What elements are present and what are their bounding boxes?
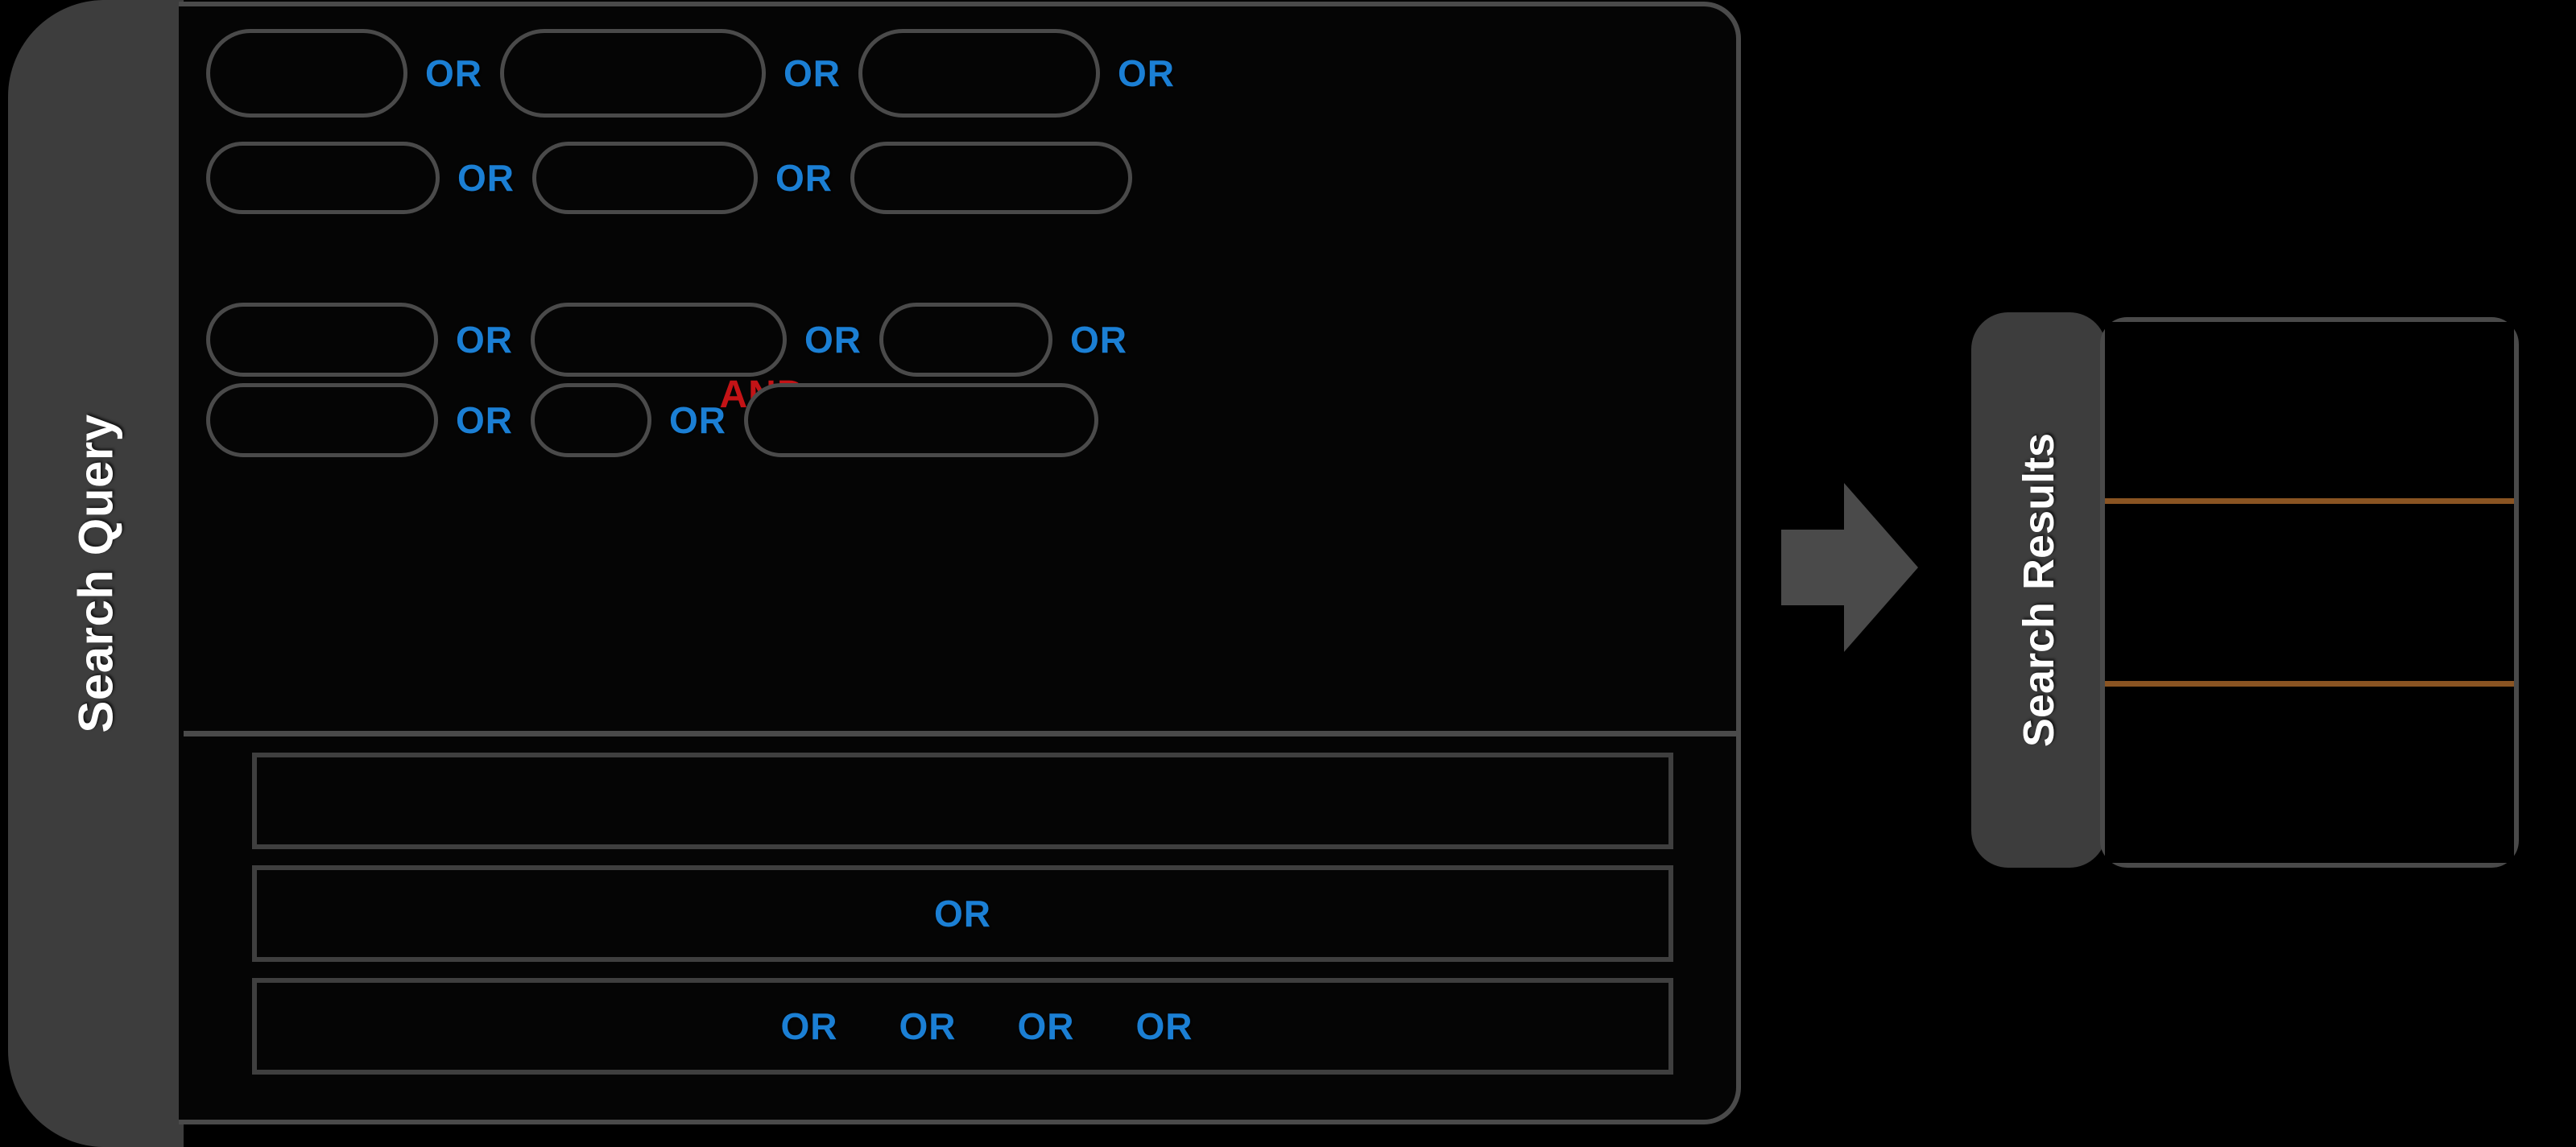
query-filter-box[interactable]: [252, 753, 1673, 849]
or-operator: OR: [775, 157, 833, 199]
query-filter-box[interactable]: OR OR OR OR: [252, 978, 1673, 1075]
search-result-row[interactable]: [2105, 686, 2514, 863]
or-operator: OR: [456, 319, 513, 361]
query-term-pill[interactable]: [744, 383, 1098, 457]
query-term-pill[interactable]: [206, 303, 438, 377]
search-result-row[interactable]: [2105, 504, 2514, 681]
query-term-row: OR OR OR: [206, 303, 1145, 377]
search-query-sidebar: Search Query: [8, 0, 184, 1147]
or-operator: OR: [899, 1005, 957, 1047]
search-results-box: [2100, 317, 2519, 868]
query-term-pill[interactable]: [850, 142, 1132, 214]
query-term-row: OR OR OR: [206, 29, 1193, 118]
or-operator: OR: [425, 52, 482, 94]
or-operator: OR: [1070, 319, 1127, 361]
or-operator: OR: [784, 52, 841, 94]
query-filter-box[interactable]: OR: [252, 865, 1673, 962]
query-section-divider: [184, 731, 1736, 736]
or-operator: OR: [804, 319, 862, 361]
query-term-pill[interactable]: [206, 29, 407, 118]
query-term-pill[interactable]: [206, 142, 440, 214]
query-term-row: OR OR: [206, 142, 1132, 214]
search-query-sidebar-label: Search Query: [68, 414, 123, 733]
or-operator: OR: [1135, 1005, 1193, 1047]
query-term-groups: OR OR OR OR OR AND OR OR OR OR OR: [184, 6, 1736, 731]
query-term-pill[interactable]: [531, 383, 651, 457]
arrow-right-icon: [1781, 483, 1918, 652]
or-operator: OR: [457, 157, 515, 199]
query-term-pill[interactable]: [206, 383, 438, 457]
or-operator: OR: [456, 399, 513, 441]
or-operator-group: OR OR OR OR: [750, 1005, 1224, 1048]
search-result-separator: [2105, 680, 2514, 687]
or-operator: OR: [780, 1005, 838, 1047]
search-result-separator: [2105, 498, 2514, 505]
query-term-pill[interactable]: [532, 142, 758, 214]
search-result-row[interactable]: [2105, 322, 2514, 499]
or-operator: OR: [1118, 52, 1175, 94]
search-results-sidebar-label: Search Results: [2015, 432, 2063, 748]
query-term-pill[interactable]: [500, 29, 766, 118]
query-term-row: OR OR: [206, 383, 1098, 457]
query-term-pill[interactable]: [531, 303, 787, 377]
or-operator: OR: [934, 893, 991, 935]
query-term-pill[interactable]: [879, 303, 1052, 377]
or-operator: OR: [669, 399, 726, 441]
or-operator: OR: [1017, 1005, 1075, 1047]
query-filter-boxes: OR OR OR OR OR: [184, 745, 1736, 1119]
query-term-pill[interactable]: [858, 29, 1100, 118]
search-results-sidebar: Search Results: [1971, 312, 2107, 868]
